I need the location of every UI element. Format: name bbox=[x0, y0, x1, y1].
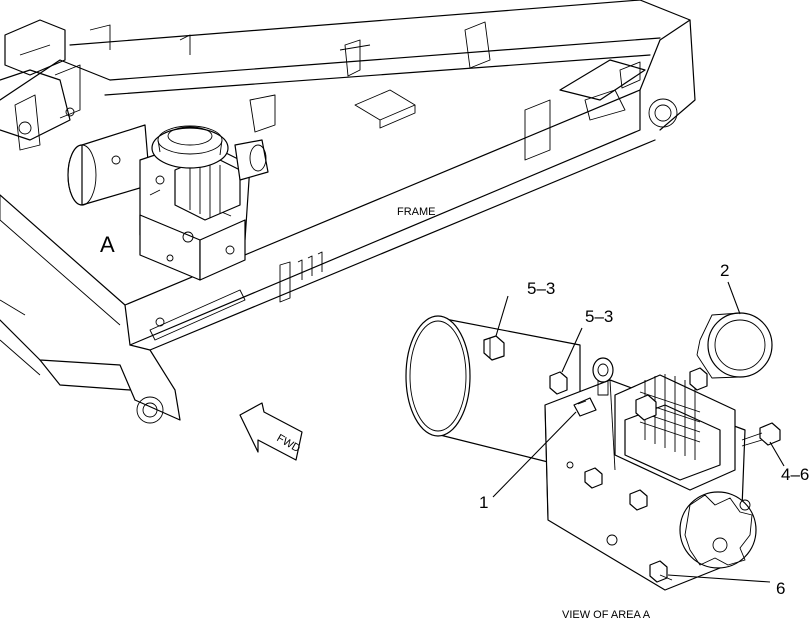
fwd-arrow: FWD bbox=[239, 402, 303, 461]
leader-lines bbox=[492, 281, 785, 583]
area-a-label: A bbox=[100, 232, 115, 257]
callout-2: 2 bbox=[720, 261, 729, 280]
callout-5-3-right: 5–3 bbox=[585, 307, 613, 326]
enlarged-pump-view bbox=[405, 312, 781, 591]
callout-6: 6 bbox=[776, 579, 785, 598]
view-of-area-a-label: VIEW OF AREA A bbox=[562, 609, 651, 621]
frame-label: FRAME bbox=[397, 206, 436, 218]
callout-1: 1 bbox=[479, 493, 488, 512]
callout-4-6: 4–6 bbox=[781, 465, 809, 484]
pump-unit-on-frame bbox=[67, 124, 269, 281]
frame-assembly bbox=[0, 0, 696, 424]
callout-5-3-left: 5–3 bbox=[527, 279, 555, 298]
